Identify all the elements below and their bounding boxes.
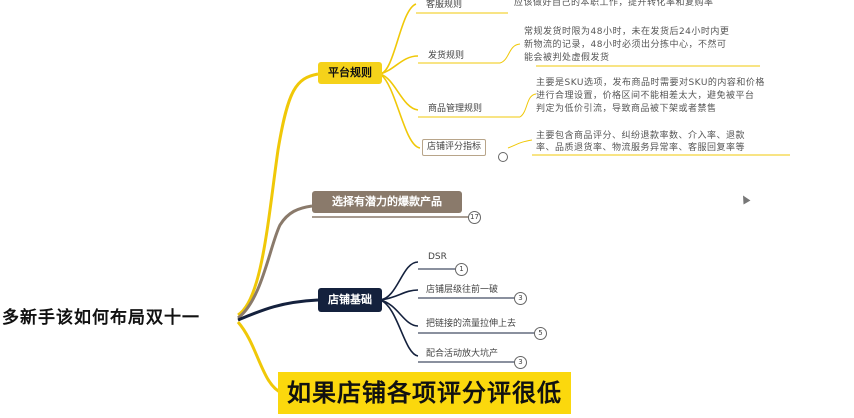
node-store-level[interactable]: 店铺层级往前一破 [426,285,499,295]
desc-store-rating-line-1: 主要包含商品评分、纠纷退款率数、介入率、退款 [536,131,746,141]
select-products-count-badge[interactable]: 17 [468,211,481,224]
desc-shipping-rules-line-1: 常规发货时限为48小时，未在发货后24小时内更 [524,27,730,37]
branch-line-platform-rules [237,72,319,317]
node-activity-output[interactable]: 配合活动放大坑产 [426,349,499,359]
node-platform-rules[interactable]: 平台规则 [318,62,382,84]
activity-output-count-badge[interactable]: 3 [514,356,527,369]
node-product-management-rules[interactable]: 商品管理规则 [428,104,483,114]
dsr-count-badge[interactable]: 1 [455,263,468,276]
node-store-basics[interactable]: 店铺基础 [318,288,382,312]
branch-line-banner [236,321,283,395]
desc-product-rules-line-2: 进行合理设置，价格区间不能相差太大，避免被平台 [536,91,755,101]
highlight-banner: 如果店铺各项评分评很低 [278,372,571,414]
node-shipping-rules[interactable]: 发货规则 [428,51,465,61]
node-store-rating-index[interactable]: 店铺评分指标 [422,139,487,156]
node-customer-service-rules[interactable]: 客服规则 [426,0,463,10]
branch-line-store-basics [237,298,319,322]
desc-store-rating-line-2: 率、品质退货率、物流服务异常率、客服回复率等 [536,143,746,153]
link-traffic-count-badge[interactable]: 5 [534,327,547,340]
node-dsr[interactable]: DSR [428,252,447,262]
node-select-products[interactable]: 选择有潜力的爆款产品 [312,191,462,213]
desc-shipping-rules-line-2: 新物流的记录，48小时必须出分拣中心，不然可 [524,40,727,50]
desc-product-rules-line-3: 判定为低价引流，导致商品被下架或者禁售 [536,104,717,114]
desc-customer-service-rules: 应该做好自己的本职工作，提升转化率和复购率 [514,0,714,8]
desc-shipping-rules-line-3: 能会被判处虚假发货 [524,53,610,63]
root-topic[interactable]: 多新手该如何布局双十一 [2,308,200,328]
collapse-toggle-icon[interactable] [498,152,508,162]
branch-line-select-products [237,204,313,320]
node-link-traffic[interactable]: 把链接的流量拉伸上去 [426,319,517,329]
store-level-count-badge[interactable]: 3 [514,292,527,305]
desc-product-rules-line-1: 主要是SKU选项，发布商品时需要对SKU的内容和价格 [536,78,765,88]
